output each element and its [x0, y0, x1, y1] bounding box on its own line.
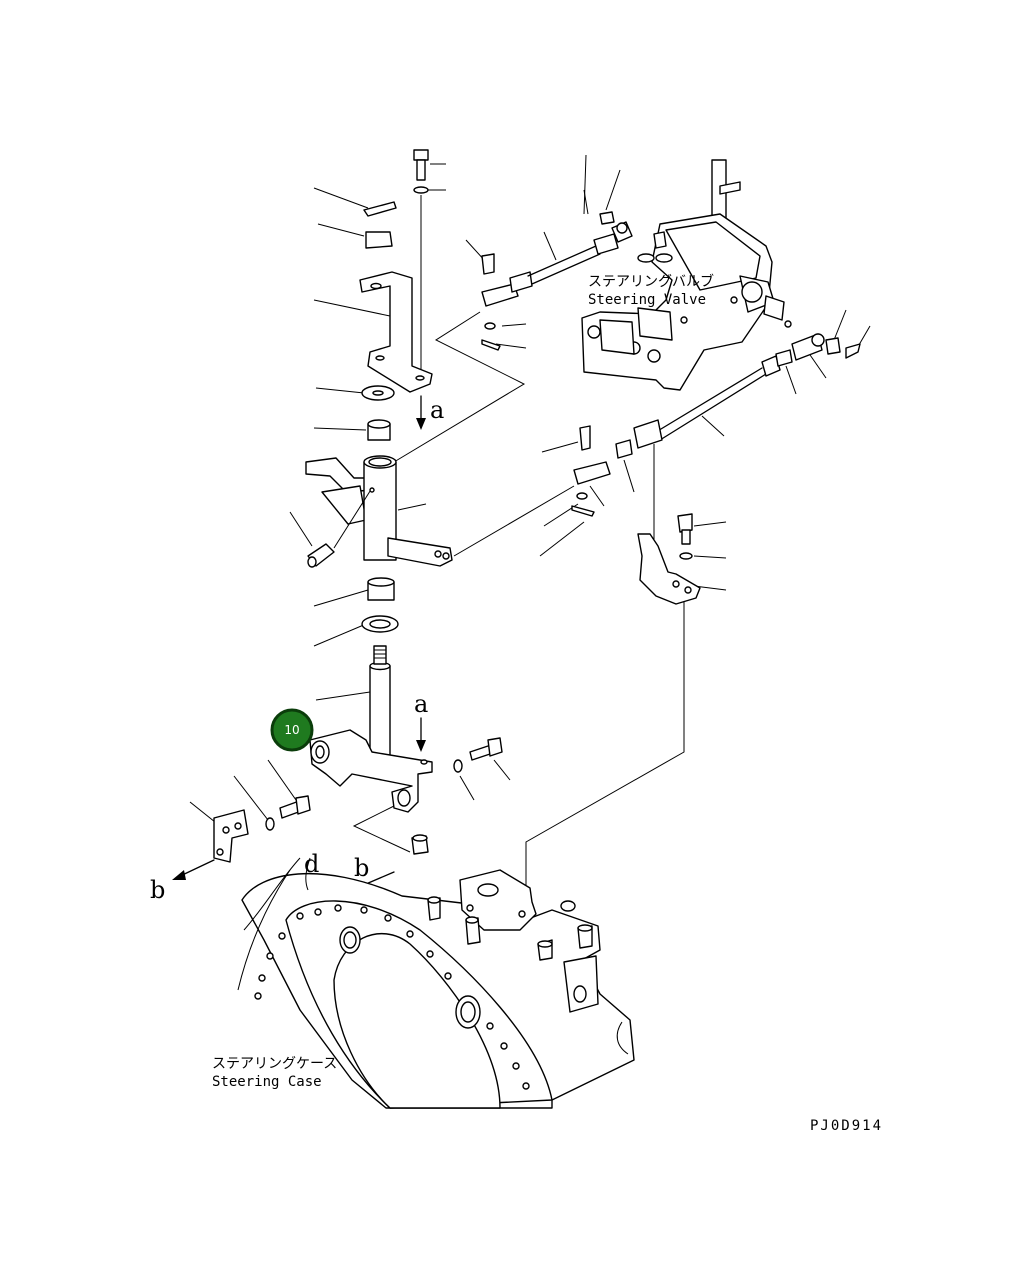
lever-arm — [305, 457, 373, 493]
callout-10[interactable]: 10 — [270, 708, 314, 752]
lower-stack — [361, 577, 426, 759]
steering-valve-label-en: Steering Valve — [588, 292, 706, 308]
lever-lower-arm — [387, 537, 453, 567]
callout-number: 10 — [284, 723, 299, 737]
base-bracket — [172, 729, 503, 892]
steering-valve — [581, 159, 792, 391]
ref-b-lower: b — [354, 854, 369, 882]
castle-nut-icon — [365, 231, 393, 249]
callout-marker-icon[interactable] — [270, 708, 314, 752]
lever-assembly — [305, 455, 453, 568]
bolt-head-icon — [413, 149, 429, 161]
ref-b-left: b — [150, 876, 165, 904]
upper-bracket — [359, 271, 433, 393]
ref-a-lower: a — [414, 690, 428, 718]
ref-a-upper: a — [430, 396, 444, 424]
upper-rod — [481, 189, 633, 351]
shaft — [369, 665, 391, 759]
drawing-code: PJ0D914 — [810, 1118, 883, 1134]
steering-case — [237, 834, 635, 1109]
cotter-pin-icon — [363, 201, 397, 217]
text-labels: ステアリングバルブ Steering Valve ステアリングケース Steer… — [150, 273, 883, 1134]
steering-case-label-en: Steering Case — [212, 1074, 322, 1090]
steering-case-label-jp: ステアリングケース — [212, 1056, 337, 1072]
right-bracket — [637, 513, 701, 605]
lower-rod — [453, 333, 861, 557]
reference-lines — [352, 311, 685, 904]
upper-bracket-stack — [359, 149, 433, 441]
ref-d: d — [304, 850, 319, 878]
steering-valve-label-jp: ステアリングバルブ — [588, 273, 714, 290]
